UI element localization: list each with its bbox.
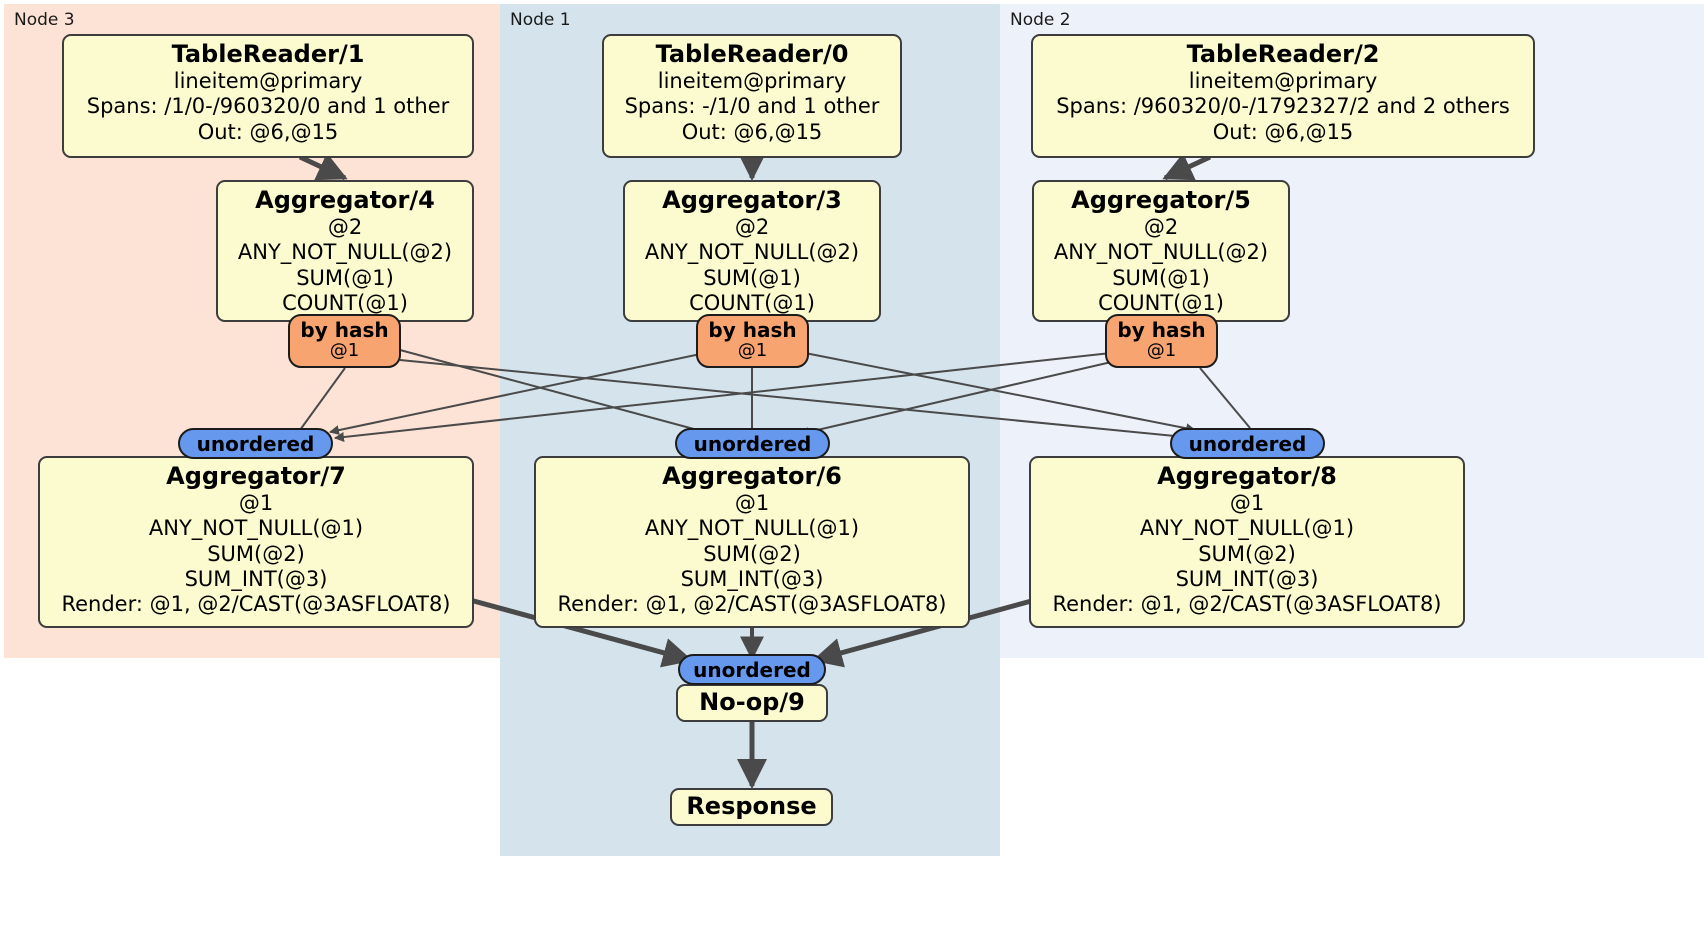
router-column: @1 bbox=[737, 340, 768, 362]
processor-tablereader-2[interactable]: TableReader/2 lineitem@primary Spans: /9… bbox=[1031, 34, 1535, 158]
processor-title: TableReader/1 bbox=[171, 40, 365, 68]
processor-detail-group: @2 bbox=[1143, 215, 1179, 240]
synchronizer-label: unordered bbox=[1188, 431, 1307, 456]
processor-tablereader-1[interactable]: TableReader/1 lineitem@primary Spans: /1… bbox=[62, 34, 474, 158]
processor-title: Aggregator/3 bbox=[662, 186, 842, 214]
processor-detail-render: Render: @1, @2/CAST(@3ASFLOAT8) bbox=[557, 592, 947, 617]
router-label: by hash bbox=[300, 318, 389, 342]
processor-title: Aggregator/8 bbox=[1157, 462, 1337, 490]
processor-detail-agg2: SUM(@2) bbox=[207, 541, 305, 566]
processor-detail-agg3: COUNT(@1) bbox=[282, 290, 408, 315]
processor-response[interactable]: Response bbox=[670, 788, 833, 826]
processor-title: TableReader/2 bbox=[1186, 40, 1380, 68]
processor-aggregator-4[interactable]: Aggregator/4 @2 ANY_NOT_NULL(@2) SUM(@1)… bbox=[216, 180, 474, 322]
processor-title: Aggregator/4 bbox=[255, 186, 435, 214]
processor-aggregator-7[interactable]: Aggregator/7 @1 ANY_NOT_NULL(@1) SUM(@2)… bbox=[38, 456, 474, 628]
processor-detail-agg2: SUM(@1) bbox=[1112, 265, 1210, 290]
router-label: by hash bbox=[1117, 318, 1206, 342]
processor-detail-table: lineitem@primary bbox=[1188, 69, 1378, 94]
processor-detail-agg3: COUNT(@1) bbox=[689, 290, 815, 315]
processor-detail-agg2: SUM(@1) bbox=[703, 265, 801, 290]
processor-title: No-op/9 bbox=[699, 688, 805, 717]
processor-title: Aggregator/6 bbox=[662, 462, 842, 490]
processor-noop-9[interactable]: No-op/9 bbox=[676, 684, 828, 722]
processor-detail-group: @1 bbox=[238, 491, 274, 516]
processor-aggregator-5[interactable]: Aggregator/5 @2 ANY_NOT_NULL(@2) SUM(@1)… bbox=[1032, 180, 1290, 322]
processor-detail-agg1: ANY_NOT_NULL(@2) bbox=[644, 240, 860, 265]
router-by-hash-right[interactable]: by hash @1 bbox=[1105, 314, 1218, 368]
processor-detail-agg3: COUNT(@1) bbox=[1098, 290, 1224, 315]
processor-title: Response bbox=[686, 792, 817, 821]
processor-aggregator-3[interactable]: Aggregator/3 @2 ANY_NOT_NULL(@2) SUM(@1)… bbox=[623, 180, 881, 322]
processor-detail-render: Render: @1, @2/CAST(@3ASFLOAT8) bbox=[61, 592, 451, 617]
node-label-node3: Node 3 bbox=[14, 10, 75, 30]
synchronizer-unordered-final[interactable]: unordered bbox=[678, 654, 826, 685]
processor-detail-group: @2 bbox=[734, 215, 770, 240]
processor-detail-agg1: ANY_NOT_NULL(@2) bbox=[1053, 240, 1269, 265]
processor-detail-agg2: SUM(@2) bbox=[703, 541, 801, 566]
processor-detail-agg1: ANY_NOT_NULL(@1) bbox=[644, 516, 860, 541]
synchronizer-label: unordered bbox=[693, 657, 811, 682]
processor-detail-group: @1 bbox=[734, 491, 770, 516]
synchronizer-unordered-right[interactable]: unordered bbox=[1170, 428, 1325, 459]
router-label: by hash bbox=[708, 318, 797, 342]
synchronizer-unordered-center[interactable]: unordered bbox=[675, 428, 830, 459]
node-label-node1: Node 1 bbox=[510, 10, 571, 30]
processor-detail-spans: Spans: /1/0-/960320/0 and 1 other bbox=[86, 94, 450, 119]
synchronizer-unordered-left[interactable]: unordered bbox=[178, 428, 333, 459]
processor-detail-spans: Spans: /960320/0-/1792327/2 and 2 others bbox=[1056, 94, 1510, 119]
synchronizer-label: unordered bbox=[196, 431, 315, 456]
processor-detail-agg3: SUM_INT(@3) bbox=[1175, 566, 1319, 591]
router-column: @1 bbox=[329, 340, 360, 362]
processor-detail-group: @2 bbox=[327, 215, 363, 240]
processor-aggregator-8[interactable]: Aggregator/8 @1 ANY_NOT_NULL(@1) SUM(@2)… bbox=[1029, 456, 1465, 628]
processor-tablereader-0[interactable]: TableReader/0 lineitem@primary Spans: -/… bbox=[602, 34, 902, 158]
processor-detail-agg1: ANY_NOT_NULL(@1) bbox=[148, 516, 364, 541]
processor-detail-table: lineitem@primary bbox=[173, 69, 363, 94]
processor-detail-table: lineitem@primary bbox=[657, 69, 847, 94]
processor-detail-agg1: ANY_NOT_NULL(@2) bbox=[237, 240, 453, 265]
node-label-node2: Node 2 bbox=[1010, 10, 1071, 30]
processor-detail-out: Out: @6,@15 bbox=[681, 119, 823, 144]
processor-detail-spans: Spans: -/1/0 and 1 other bbox=[624, 94, 880, 119]
router-by-hash-center[interactable]: by hash @1 bbox=[696, 314, 809, 368]
processor-detail-agg3: SUM_INT(@3) bbox=[680, 566, 824, 591]
synchronizer-label: unordered bbox=[693, 431, 812, 456]
processor-detail-group: @1 bbox=[1229, 491, 1265, 516]
processor-title: Aggregator/7 bbox=[166, 462, 346, 490]
processor-detail-agg2: SUM(@2) bbox=[1198, 541, 1296, 566]
router-by-hash-left[interactable]: by hash @1 bbox=[288, 314, 401, 368]
processor-title: Aggregator/5 bbox=[1071, 186, 1251, 214]
processor-aggregator-6[interactable]: Aggregator/6 @1 ANY_NOT_NULL(@1) SUM(@2)… bbox=[534, 456, 970, 628]
processor-detail-out: Out: @6,@15 bbox=[1212, 119, 1354, 144]
processor-detail-render: Render: @1, @2/CAST(@3ASFLOAT8) bbox=[1052, 592, 1442, 617]
processor-detail-agg2: SUM(@1) bbox=[296, 265, 394, 290]
processor-title: TableReader/0 bbox=[655, 40, 849, 68]
processor-detail-agg1: ANY_NOT_NULL(@1) bbox=[1139, 516, 1355, 541]
processor-detail-agg3: SUM_INT(@3) bbox=[184, 566, 328, 591]
processor-detail-out: Out: @6,@15 bbox=[197, 119, 339, 144]
router-column: @1 bbox=[1146, 340, 1177, 362]
